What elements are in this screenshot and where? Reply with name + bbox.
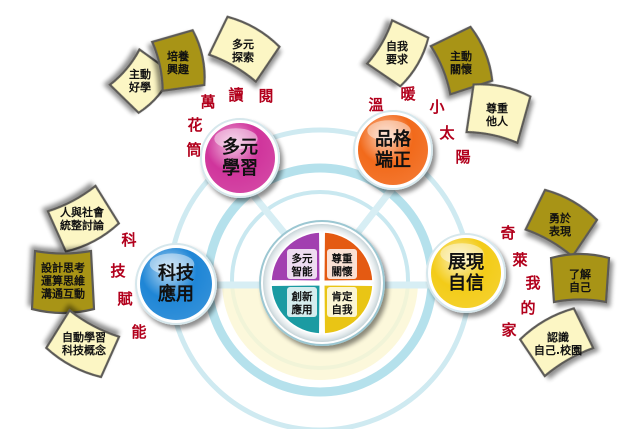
poem-layer: 萬花筒 讀閱溫暖小太陽科技賦能 奇萊我的家 <box>110 85 540 341</box>
petal-label: 培養興趣 <box>167 49 190 76</box>
center-label-plate <box>327 249 357 279</box>
petal-technology: 自動學習科技概念 <box>44 308 121 379</box>
poem-char: 花 <box>187 116 202 134</box>
petal-label: 自動學習科技概念 <box>62 330 107 357</box>
hub-character: 品格端正 <box>353 110 433 190</box>
petal-label: 了解自己 <box>569 267 591 294</box>
center-quadrant-label: 多元智能 <box>291 252 313 278</box>
connector-character <box>348 181 399 244</box>
hub-multi-learning: 多元學習 <box>200 118 280 198</box>
center-quadrant-label: 創新應用 <box>291 290 313 316</box>
poem-char: 奇 <box>500 224 515 242</box>
poem-char: 的 <box>520 299 535 317</box>
hub-technology: 科技應用 <box>135 243 217 325</box>
petal-technology: 人與社會統整討論 <box>46 184 121 253</box>
poem-char: 賦 <box>116 290 132 308</box>
petal-label: 多元探索 <box>232 37 254 64</box>
center-label-plate <box>287 249 317 279</box>
petal-technology: 設計思考運算思維溝通互動 <box>30 249 96 315</box>
petal-label: 設計思考運算思維溝通互動 <box>41 261 85 301</box>
poem-char: 筒 <box>186 141 201 159</box>
petal-character: 尊重他人 <box>465 83 532 145</box>
petal-multi-learning: 多元探索 <box>207 15 281 84</box>
center-quadrant-label: 尊重關懷 <box>332 252 353 278</box>
petal-label: 人與社會統整討論 <box>60 205 105 232</box>
poem-char: 陽 <box>455 148 470 166</box>
poem-char: 科 <box>121 231 136 249</box>
petal-confidence: 認識自己.校園 <box>518 307 595 378</box>
petal-character: 主動關懷 <box>429 25 494 96</box>
hub-label: 多元學習 <box>222 136 258 179</box>
petal-label: 勇於表現 <box>548 211 572 238</box>
center-label-plate <box>287 287 317 317</box>
petal-confidence: 了解自己 <box>549 252 611 304</box>
poem-char: 萬 <box>200 93 215 111</box>
poem-char: 溫 <box>368 96 383 114</box>
petal-character: 自我要求 <box>365 18 430 88</box>
petal-label: 主動好學 <box>128 67 151 94</box>
poem-char: 我 <box>525 274 540 292</box>
petal-label: 認識自己.校園 <box>534 330 582 357</box>
petal-label: 尊重他人 <box>485 101 509 128</box>
petal-label: 自我要求 <box>386 39 409 66</box>
poem-char: 太 <box>439 124 455 142</box>
poem-char: 萊 <box>511 251 528 269</box>
poem-char: 家 <box>501 321 516 339</box>
poem-char: 能 <box>131 323 146 341</box>
poem-char: 閱 <box>258 87 273 105</box>
poem-char: 讀 <box>228 86 243 104</box>
petal-multi-learning: 培養興趣 <box>150 28 206 93</box>
poem-char: 暖 <box>400 85 416 103</box>
hub-confidence: 展現自信 <box>426 233 506 313</box>
poem-char: 技 <box>110 262 126 280</box>
hub-label: 展現自信 <box>448 252 484 294</box>
hub-label: 科技應用 <box>158 262 195 305</box>
center-quadrant-label: 肯定自我 <box>332 290 353 316</box>
hub-label: 品格端正 <box>375 128 412 171</box>
petal-confidence: 勇於表現 <box>524 188 599 259</box>
petal-label: 主動關懷 <box>450 49 472 76</box>
center-label-plate <box>327 287 357 317</box>
poem-char: 小 <box>429 98 444 116</box>
